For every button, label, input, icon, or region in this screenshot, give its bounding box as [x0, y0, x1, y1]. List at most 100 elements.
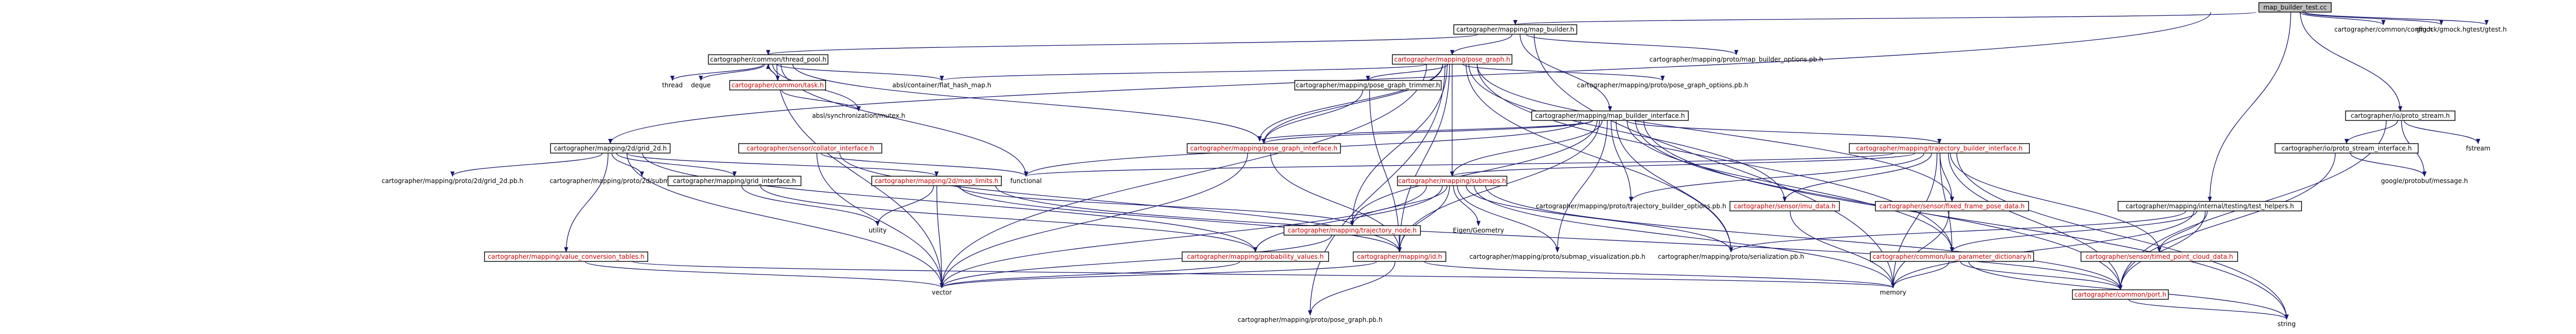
node-cartographer-mapping-pose-graph-h[interactable]: cartographer/mapping/pose_graph.h	[1392, 54, 1513, 65]
edge-n39-n45	[940, 261, 1377, 288]
node-eigen-geometry: Eigen/Geometry	[1453, 227, 1504, 234]
edge-n5-n9	[670, 64, 764, 81]
node-label: deque	[691, 82, 711, 89]
edge-n39-n46	[1308, 261, 1396, 316]
edge-n22-n29	[1450, 153, 1916, 177]
edge-n18-n24	[450, 153, 603, 177]
node-label: absl/container/flat_hash_map.h	[892, 82, 991, 89]
node-box	[2275, 143, 2419, 154]
edge-n6-n21	[1262, 64, 1443, 144]
node-box	[1531, 110, 1689, 121]
edge-n0-n8	[2300, 12, 2402, 112]
node-cartographer-io-proto-stream-interface-h[interactable]: cartographer/io/proto_stream_interface.h	[2275, 143, 2419, 154]
node-label: cartographer/mapping/internal/testing/te…	[2126, 203, 2294, 210]
node-utility: utility	[869, 227, 887, 234]
edge-n26-n36	[741, 185, 880, 226]
edge-n38-n45	[940, 261, 1240, 288]
edge-n15-n20	[1257, 120, 1593, 141]
edge-n15-n49	[1643, 120, 2289, 320]
node-cartographer-mapping-trajectory-builder-interface-h[interactable]: cartographer/mapping/trajectory_builder_…	[1849, 143, 2030, 154]
node-box	[729, 80, 826, 90]
edge-n22-n28	[1024, 153, 1894, 177]
node-label: cartographer/common/thread_pool.h	[710, 56, 826, 63]
node-label: gmock/gmock.h	[2416, 26, 2467, 33]
node-cartographer-sensor-collator-interface-h[interactable]: cartographer/sensor/collator_interface.h	[738, 143, 882, 154]
node-box	[738, 143, 882, 154]
node-label: cartographer/mapping/id.h	[1357, 253, 1442, 260]
node-cartographer-mapping-map-builder-interface-h[interactable]: cartographer/mapping/map_builder_interfa…	[1531, 110, 1689, 121]
node-cartographer-mapping-trajectory-node-h[interactable]: cartographer/mapping/trajectory_node.h	[1283, 225, 1421, 236]
node-cartographer-mapping-value-conversion-tables-h[interactable]: cartographer/mapping/value_conversion_ta…	[484, 251, 648, 262]
edge-n23-n34	[2350, 153, 2427, 177]
edge-n22-n44	[1950, 153, 2161, 252]
edge-n18-n45	[626, 153, 944, 288]
node-cartographer-mapping-grid-interface-h[interactable]: cartographer/mapping/grid_interface.h	[667, 176, 802, 186]
node-cartographer-mapping-map-builder-h[interactable]: cartographer/mapping/map_builder.h	[1453, 24, 1577, 35]
node-label: cartographer/mapping/proto/2d/grid_2d.pb…	[381, 177, 524, 185]
edge-n22-n31	[1783, 153, 1932, 202]
edge-n1-n5	[766, 34, 1478, 55]
node-cartographer-mapping-proto-submap-visualization-pb-h: cartographer/mapping/proto/submap_visual…	[1470, 253, 1646, 260]
edge-n8-n16	[2403, 120, 2480, 144]
edge-n15-n42	[1615, 120, 1733, 252]
node-label: gtest/gtest.h	[2467, 26, 2507, 33]
node-cartographer-sensor-fixed-frame-pose-data-h[interactable]: cartographer/sensor/fixed_frame_pose_dat…	[1875, 201, 2029, 211]
node-string: string	[2278, 320, 2296, 328]
edge-n31-n47	[1789, 210, 1895, 288]
node-cartographer-mapping-pose-graph-trimmer-h[interactable]: cartographer/mapping/pose_graph_trimmer.…	[1294, 80, 1442, 90]
node-cartographer-mapping-probability-values-h[interactable]: cartographer/mapping/probability_values.…	[1182, 251, 1329, 262]
edge-n6-n14	[1462, 64, 1665, 81]
edge-n1-n7	[1526, 34, 1738, 55]
node-cartographer-common-config-h: cartographer/common/config.h	[2334, 26, 2433, 33]
node-label: cartographer/mapping/proto/submap_visual…	[1470, 253, 1646, 260]
node-cartographer-mapping-2d-grid-2d-h[interactable]: cartographer/mapping/2d/grid_2d.h	[550, 143, 671, 154]
node-label: absl/synchronization/mutex.h	[812, 112, 905, 119]
node-label: cartographer/mapping/proto/trajectory_bu…	[1536, 203, 1726, 210]
node-cartographer-mapping-2d-map-limits-h[interactable]: cartographer/mapping/2d/map_limits.h	[871, 176, 1002, 186]
edge-n27-n37	[957, 185, 1354, 226]
node-cartographer-mapping-internal-testing-test-helpers-h[interactable]: cartographer/mapping/internal/testing/te…	[2117, 201, 2302, 211]
node-cartographer-mapping-id-h[interactable]: cartographer/mapping/id.h	[1353, 251, 1446, 262]
edge-n8-n23	[2344, 120, 2398, 144]
node-label: cartographer/common/task.h	[731, 82, 823, 89]
node-box	[1353, 251, 1446, 262]
node-cartographer-common-lua-parameter-dictionary-h[interactable]: cartographer/common/lua_parameter_dictio…	[1870, 251, 2034, 262]
edge-n26-n38	[760, 185, 1257, 252]
edge-n6-n39	[1397, 64, 1450, 252]
edge-n37-n45	[940, 235, 1332, 288]
edge-n29-n42	[1465, 185, 1733, 252]
node-cartographer-io-proto-stream-h[interactable]: cartographer/io/proto_stream.h	[2345, 110, 2456, 121]
node-cartographer-mapping-submaps-h[interactable]: cartographer/mapping/submaps.h	[1397, 176, 1507, 186]
node-label: functional	[1010, 177, 1042, 185]
node-label: cartographer/common/config.h	[2334, 26, 2433, 33]
edge-n39-n47	[1424, 261, 1895, 288]
node-cartographer-common-task-h[interactable]: cartographer/common/task.h	[729, 80, 826, 90]
node-label: cartographer/mapping/value_conversion_ta…	[488, 253, 645, 260]
node-label: cartographer/mapping/trajectory_builder_…	[1856, 145, 2022, 152]
node-cartographer-mapping-proto-map-builder-options-pb-h: cartographer/mapping/proto/map_builder_o…	[1649, 56, 1823, 63]
node-deque: deque	[691, 82, 711, 89]
edge-n13-n21	[1262, 89, 1363, 144]
edge-n6-n45	[940, 64, 1427, 288]
edge-n27-n39	[959, 185, 1402, 252]
node-absl-synchronization-mutex-h: absl/synchronization/mutex.h	[812, 112, 905, 119]
edge-n32-n47	[1891, 210, 1950, 288]
edge-n5-n10	[699, 64, 766, 81]
edge-n18-n27	[626, 153, 939, 177]
node-thread: thread	[662, 82, 682, 89]
node-map-builder-test-cc[interactable]: map_builder_test.cc	[2258, 2, 2332, 13]
edge-n29-n48	[1485, 185, 2122, 290]
node-google-protobuf-message-h: google/protobuf/message.h	[2381, 177, 2468, 185]
edge-n33-n44	[2157, 210, 2208, 252]
node-cartographer-common-port-h[interactable]: cartographer/common/port.h	[2072, 289, 2169, 300]
edge-n15-n37	[1350, 120, 1598, 226]
node-cartographer-mapping-pose-graph-interface-h[interactable]: cartographer/mapping/pose_graph_interfac…	[1186, 143, 1341, 154]
node-label: cartographer/mapping/submaps.h	[1398, 177, 1506, 185]
node-label: cartographer/mapping/proto/serialization…	[1658, 253, 1804, 260]
node-cartographer-sensor-imu-data-h[interactable]: cartographer/sensor/imu_data.h	[1729, 201, 1840, 211]
node-cartographer-common-thread-pool-h[interactable]: cartographer/common/thread_pool.h	[708, 54, 829, 65]
edge-n29-n41	[1457, 185, 1559, 252]
node-label: cartographer/mapping/pose_graph_interfac…	[1190, 145, 1337, 152]
node-label: cartographer/mapping/probability_values.…	[1187, 253, 1324, 260]
node-cartographer-sensor-timed-point-cloud-data-h[interactable]: cartographer/sensor/timed_point_cloud_da…	[2080, 251, 2238, 262]
